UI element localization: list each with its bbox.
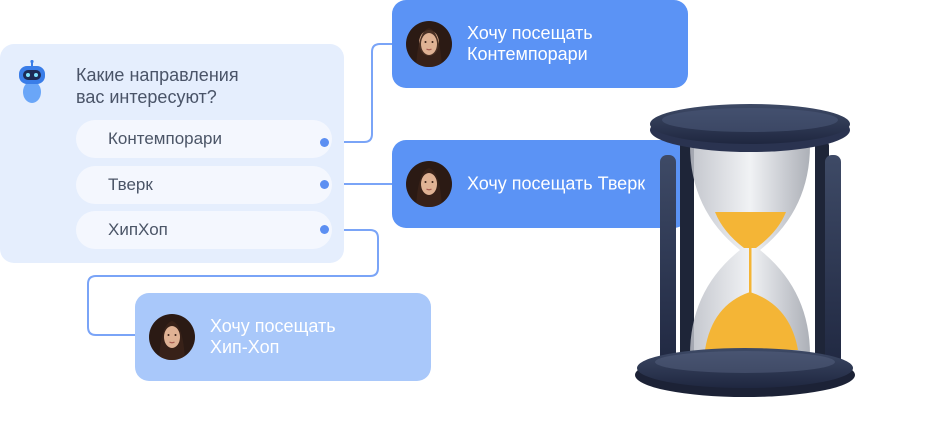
user-avatar (149, 314, 195, 360)
option-contemporary[interactable]: Контемпорари (76, 120, 332, 158)
connector-hiphop (87, 229, 379, 336)
reply-text: Хочу посещать Контемпорари (467, 23, 593, 64)
reply-text: Хочу посещать Хип-Хоп (210, 316, 336, 357)
connector-dot (320, 138, 329, 147)
reply-bubble-hiphop: Хочу посещать Хип-Хоп (135, 293, 431, 381)
user-avatar (406, 161, 452, 207)
connector-dot (320, 225, 329, 234)
connector-contemporary (325, 43, 392, 143)
reply-text: Хочу посещать Тверк (467, 173, 646, 194)
bot-question-text: Какие направления вас интересуют? (76, 65, 239, 107)
reply-bubble-twerk: Хочу посещать Тверк (392, 140, 688, 228)
robot-icon (19, 60, 45, 103)
reply-bubble-contemporary: Хочу посещать Контемпорари (392, 0, 688, 88)
user-avatar (406, 21, 452, 67)
hourglass-icon (635, 104, 855, 397)
option-hiphop[interactable]: ХипХоп (76, 211, 332, 249)
connector-dot (320, 180, 329, 189)
option-twerk[interactable]: Тверк (76, 166, 332, 204)
